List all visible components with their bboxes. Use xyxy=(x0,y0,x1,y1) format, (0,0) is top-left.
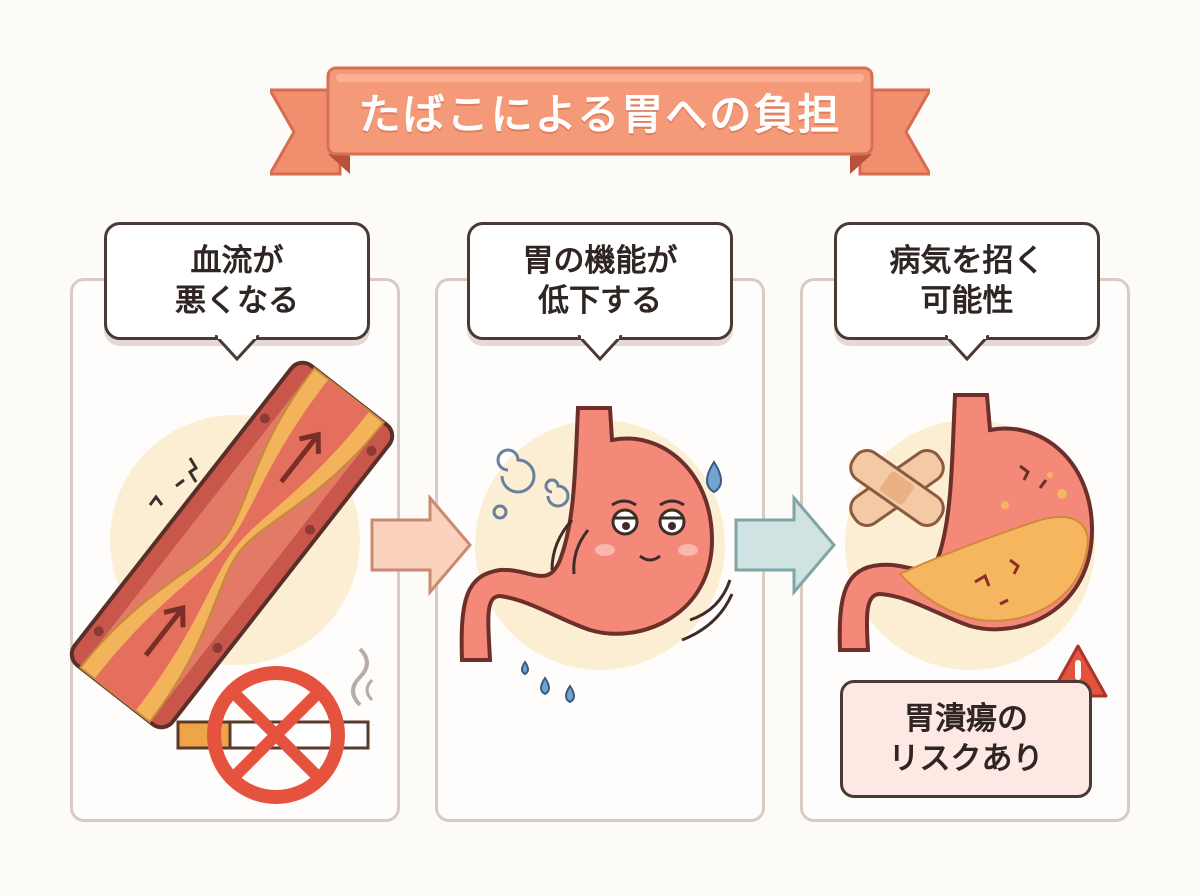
page-title: たばこによる胃への負担 xyxy=(358,89,842,139)
arrow-1-icon xyxy=(370,493,472,597)
ribbon-shape xyxy=(267,66,933,176)
risk-line-2: リスクあり xyxy=(888,741,1044,777)
ulcer-stomach-icon xyxy=(837,393,1095,652)
bubble-tail xyxy=(215,335,259,361)
step-2-line-1: 胃の機能が xyxy=(522,242,678,279)
risk-line-1: 胃潰瘍の xyxy=(904,700,1028,737)
tired-stomach-icon xyxy=(459,406,734,704)
step-3-line-2: 可能性 xyxy=(920,283,1014,319)
step-bubble-2: 胃の機能が 低下する xyxy=(467,222,733,361)
step-bubble-3: 病気を招く 可能性 xyxy=(834,222,1100,361)
risk-callout: 胃潰瘍の リスクあり xyxy=(840,680,1092,798)
bubble-tail xyxy=(945,335,989,361)
step-3-line-1: 病気を招く xyxy=(889,242,1045,279)
step-1-line-1: 血流が xyxy=(190,242,284,279)
bubble-tail xyxy=(578,335,622,361)
title-banner: たばこによる胃への負担 xyxy=(267,62,933,182)
step-2-line-2: 低下する xyxy=(538,283,662,319)
step-1-line-2: 悪くなる xyxy=(175,283,299,319)
step-bubble-1: 血流が 悪くなる xyxy=(104,222,370,361)
no-smoking-icon xyxy=(176,647,374,804)
arrow-2-icon xyxy=(734,493,836,597)
blood-vessel-icon xyxy=(69,360,395,730)
